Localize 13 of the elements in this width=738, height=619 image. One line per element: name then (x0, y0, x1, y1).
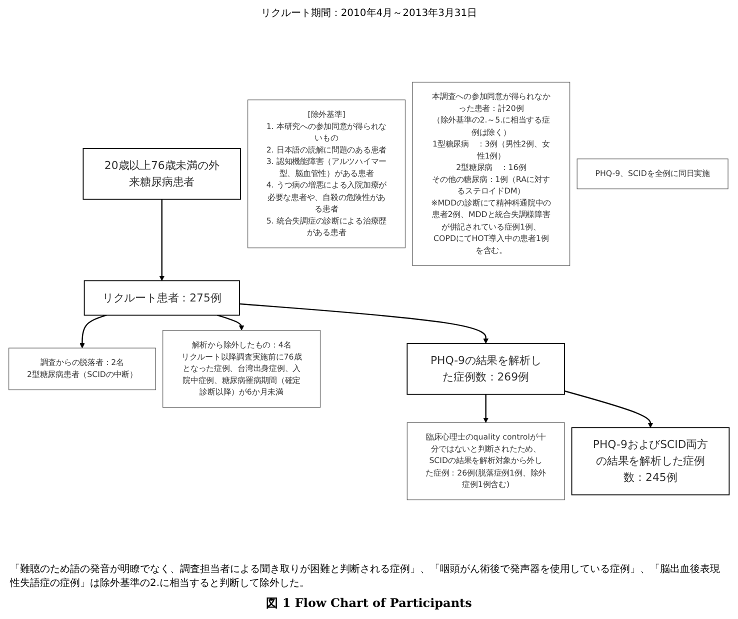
node-box: PHQ-9およびSCID両方の結果を解析した症例数：245例 (571, 427, 730, 496)
arrow (217, 314, 244, 331)
node-box: リクルート患者：275例 (84, 280, 240, 316)
period-note: リクルート期間：2010年4月～2013年3月31日 (260, 6, 478, 20)
node-box: 20歳以上76歳未満の外来糖尿病患者 (82, 148, 242, 200)
arrow (483, 394, 488, 423)
arrow (564, 390, 654, 428)
arrow (80, 314, 107, 348)
node-box: PHQ-9の結果を解析した症例数：269例 (406, 343, 565, 395)
figure-caption: 図 1 Flow Chart of Participants (266, 595, 472, 612)
arrow (159, 199, 165, 281)
note-text: 「難聴のため語の発音が明瞭でなく、調査担当者による聞き取りが困難と判断される症例」、「咽頭がん術後で発声器を使用している症例」、「脳出血後表現性失語症の症例」は除外基準の2.に相当すると判断して除外した。 (10, 562, 721, 590)
arrow (239, 303, 488, 344)
